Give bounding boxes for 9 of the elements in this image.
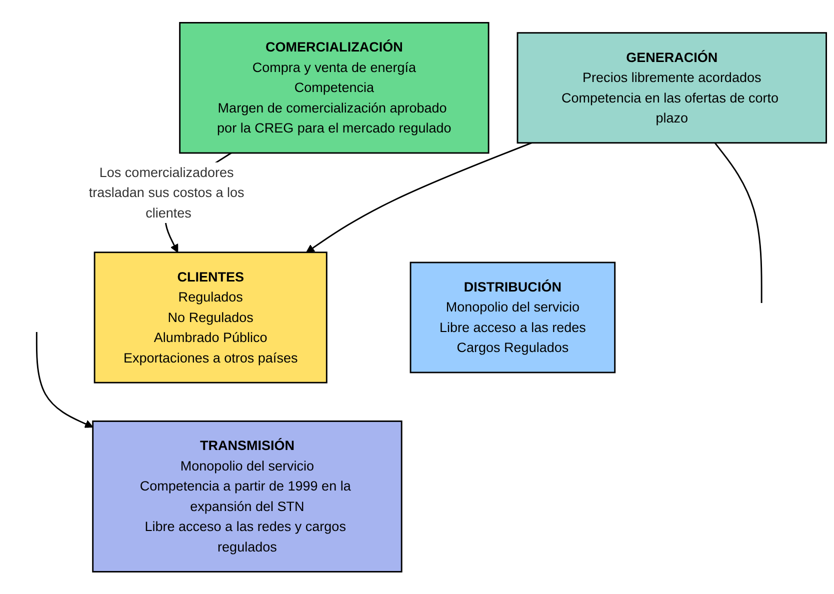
node-box: COMERCIALIZACIÓN Compra y venta de energía Competencia Margen de comercialización aprobado por la CREG para el mercado regulado bbox=[179, 22, 490, 154]
node-box: GENERACIÓN Precios libremente acordados Competencia en las ofertas de corto plazo bbox=[516, 32, 827, 144]
connector bbox=[714, 142, 762, 303]
arrow bbox=[36, 332, 94, 428]
node-box: DISTRIBUCIÓN Monopolio del servicio Libre acceso a las redes Cargos Regulados bbox=[410, 262, 616, 373]
edge-label: Los comercializadores trasladan sus costos a los clientes bbox=[88, 164, 244, 220]
node-box: TRANSMISIÓN Monopolio del servicio Competencia a partir de 1999 en la expansión del STN Libre acceso a las redes y cargos regulados bbox=[92, 420, 402, 572]
node-box: CLIENTES Regulados No Regulados Alumbrado Público Exportaciones a otros países bbox=[94, 251, 328, 384]
arrow bbox=[306, 142, 532, 252]
